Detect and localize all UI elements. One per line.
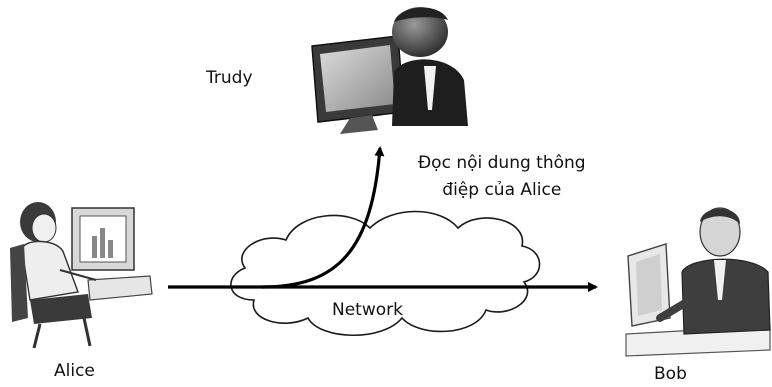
bob-icon [625, 207, 771, 357]
alice-icon [10, 202, 153, 349]
annotation-line-2: điệp của Alice [442, 180, 562, 200]
trudy-icon [311, 7, 468, 134]
network-cloud [230, 210, 541, 336]
eavesdrop-annotation: Đọc nội dung thông điệp của Alice [418, 150, 586, 204]
trudy-label: Trudy [206, 68, 253, 88]
network-label: Network [332, 300, 403, 320]
alice-label: Alice [54, 361, 95, 381]
bob-label: Bob [654, 364, 687, 384]
intercept-arrow [261, 146, 385, 289]
annotation-line-1: Đọc nội dung thông [418, 153, 586, 173]
